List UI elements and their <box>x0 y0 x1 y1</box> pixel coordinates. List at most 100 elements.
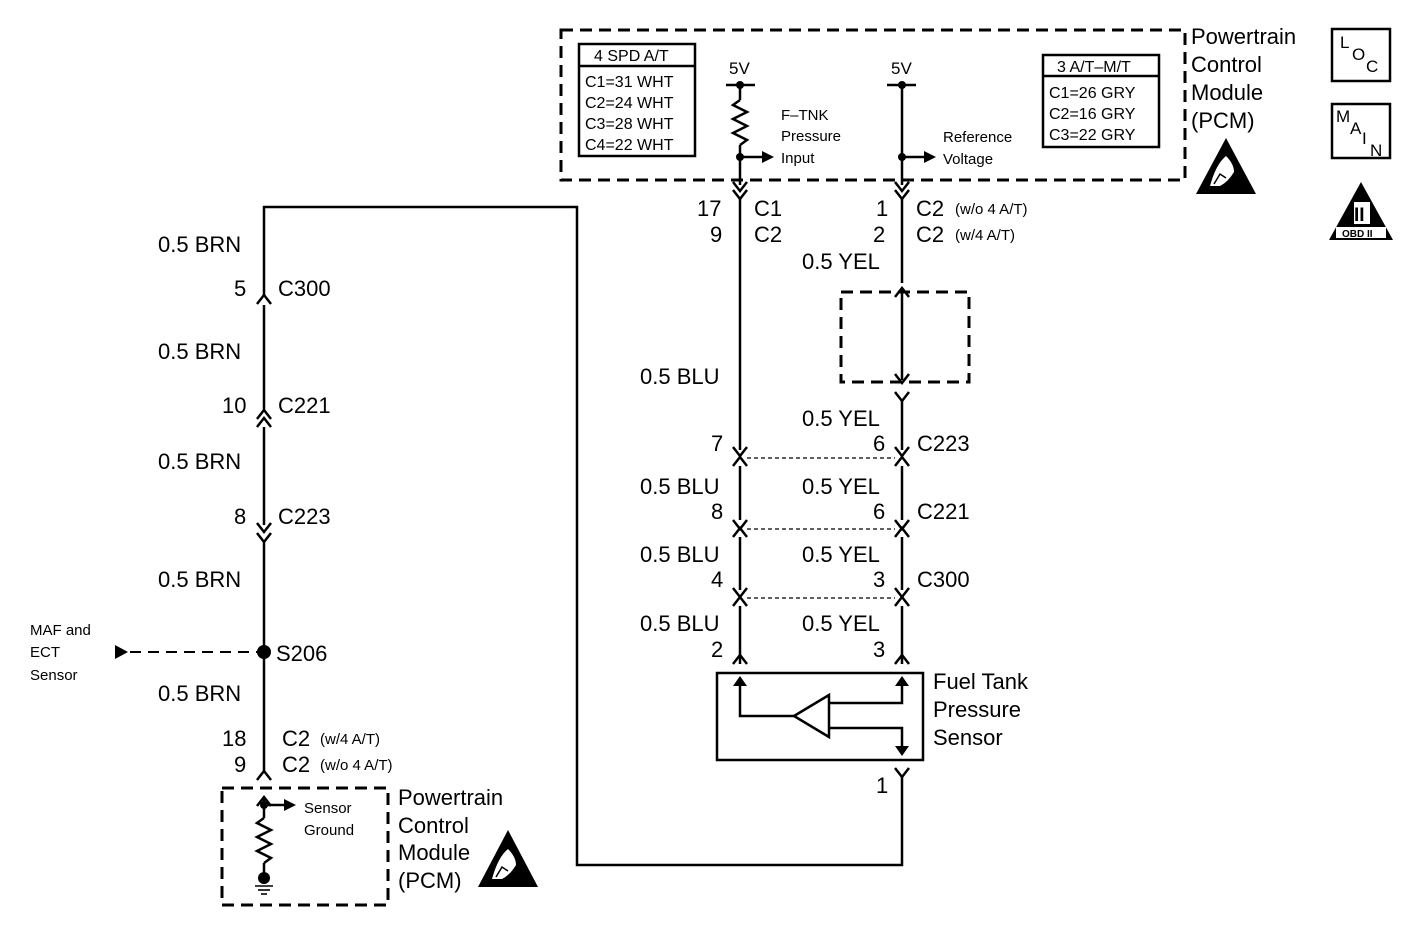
circuit-label: Reference <box>943 129 1012 146</box>
wire-label: 0.5 YEL <box>802 542 880 567</box>
pcm-title-line: Powertrain <box>1191 24 1296 49</box>
icon-letter: I <box>1362 129 1367 148</box>
wire-label: 0.5 YEL <box>802 406 880 431</box>
wire-label: 0.5 BLU <box>640 474 720 499</box>
connector-note: (w/o 4 A/T) <box>955 201 1028 218</box>
icon-letter: O <box>1352 45 1365 64</box>
obd-ii-icon: II OBD II <box>1329 182 1393 240</box>
icon-letter: C <box>1366 57 1378 76</box>
obd-caption: OBD II <box>1342 229 1373 240</box>
spd-table-row: C3=28 WHT <box>585 116 674 133</box>
wire-label: 0.5 BRN <box>158 567 241 592</box>
spd-table: 4 SPD A/T C1=31 WHT C2=24 WHT C3=28 WHT … <box>577 42 697 158</box>
pin-number: 17 <box>697 196 721 221</box>
connector-name: C300 <box>917 567 970 592</box>
connector-name: C223 <box>278 504 331 529</box>
connector-note: (w/4 A/T) <box>955 227 1015 244</box>
wire-label: 0.5 BRN <box>158 339 241 364</box>
connector-name: C2 <box>916 222 944 247</box>
circuit-label: Input <box>781 150 815 167</box>
wire-label: 0.5 YEL <box>802 249 880 274</box>
maf-label: Sensor <box>30 667 78 684</box>
wire-label: 0.5 YEL <box>802 611 880 636</box>
ground-return-wire <box>262 205 904 867</box>
connector-name: C2 <box>282 726 310 751</box>
top-right-connector: 1 2 C2 C2 (w/o 4 A/T) (w/4 A/T) <box>873 181 1028 247</box>
pin-number: 3 <box>873 567 885 592</box>
pcm-title-line: Powertrain <box>398 785 503 810</box>
mt-table: 3 A/T–M/T C1=26 GRY C2=16 GRY C3=22 GRY <box>1041 53 1161 149</box>
sensor-ground-circuit: Sensor Ground <box>254 797 354 895</box>
wire-label: 0.5 BLU <box>640 542 720 567</box>
circuit-label: Voltage <box>943 151 993 168</box>
blue-wire: 0.5 BLU 7 0.5 BLU 8 0.5 BLU 4 0.5 BLU 2 <box>640 199 748 665</box>
pin-number: 1 <box>876 773 888 798</box>
spd-table-row: C1=31 WHT <box>585 74 674 91</box>
main-icon: M A I N <box>1330 102 1392 160</box>
pin-number: 3 <box>873 637 885 662</box>
icon-letter: M <box>1336 107 1350 126</box>
splice-node <box>257 645 271 659</box>
optional-component-dashed-box <box>839 290 971 384</box>
pcm-title-line: Module <box>398 840 470 865</box>
pin-number: 1 <box>876 196 888 221</box>
pin-number: 2 <box>711 637 723 662</box>
connector-note: (w/4 A/T) <box>320 731 380 748</box>
pcm-bottom-title: Powertrain Control Module (PCM) <box>398 785 503 893</box>
icon-letter: N <box>1370 141 1382 160</box>
wire-label: 0.5 BRN <box>158 681 241 706</box>
pcm-title-line: (PCM) <box>398 868 462 893</box>
spd-table-header: 4 SPD A/T <box>594 48 669 65</box>
pin-number: 8 <box>711 499 723 524</box>
fuel-tank-pressure-sensor: Fuel Tank Pressure Sensor 1 <box>715 669 1029 798</box>
maf-label: MAF and <box>30 622 91 639</box>
circuit-label: Sensor <box>304 800 352 817</box>
pin-number: 4 <box>711 567 723 592</box>
voltage-label: 5V <box>891 59 912 78</box>
connector-name: C221 <box>278 393 331 418</box>
mt-table-row: C2=16 GRY <box>1049 106 1136 123</box>
pcm-title-line: Module <box>1191 80 1263 105</box>
connector-name: C300 <box>278 276 331 301</box>
connector-name: C223 <box>917 431 970 456</box>
pcm-title-line: Control <box>1191 52 1262 77</box>
pin-number: 5 <box>234 276 246 301</box>
pin-number: 8 <box>234 504 246 529</box>
pin-number: 2 <box>873 222 885 247</box>
icon-letter: L <box>1340 33 1349 52</box>
pcm-title-line: (PCM) <box>1191 108 1255 133</box>
spd-table-row: C2=24 WHT <box>585 95 674 112</box>
pin-number: 18 <box>222 726 246 751</box>
connector-name: C221 <box>917 499 970 524</box>
reference-voltage-circuit: 5V Reference Voltage <box>887 59 1012 185</box>
loc-icon: L O C <box>1330 27 1392 83</box>
wire-label: 0.5 YEL <box>802 474 880 499</box>
maf-label: ECT <box>30 644 60 661</box>
connector-name: C2 <box>754 222 782 247</box>
sensor-title: Sensor <box>933 725 1003 750</box>
wire-label: 0.5 BLU <box>640 364 720 389</box>
pin-number: 6 <box>873 431 885 456</box>
mt-table-header: 3 A/T–M/T <box>1057 59 1131 76</box>
wire-label: 0.5 BLU <box>640 611 720 636</box>
pcm-top-dashed-box <box>559 28 1187 182</box>
spd-table-row: C4=22 WHT <box>585 137 674 154</box>
wire-label: 0.5 BRN <box>158 232 241 257</box>
pin-number: 10 <box>222 393 246 418</box>
pin-number: 6 <box>873 499 885 524</box>
wire-label: 0.5 BRN <box>158 449 241 474</box>
connector-name: C1 <box>754 196 782 221</box>
pcm-bottom-dashed-box <box>220 786 390 907</box>
voltage-label: 5V <box>729 59 750 78</box>
mt-table-row: C3=22 GRY <box>1049 127 1136 144</box>
pcm-title-line: Control <box>398 813 469 838</box>
splice-label: S206 <box>276 641 327 666</box>
sensor-title: Fuel Tank <box>933 669 1029 694</box>
circuit-label: Ground <box>304 822 354 839</box>
connector-name: C2 <box>282 752 310 777</box>
circuit-label: F–TNK <box>781 107 829 124</box>
mt-table-row: C1=26 GRY <box>1049 85 1136 102</box>
top-left-connector: 17 9 C1 C2 <box>697 181 782 247</box>
esd-warning-icon <box>478 830 538 887</box>
icon-letter: A <box>1350 119 1362 138</box>
